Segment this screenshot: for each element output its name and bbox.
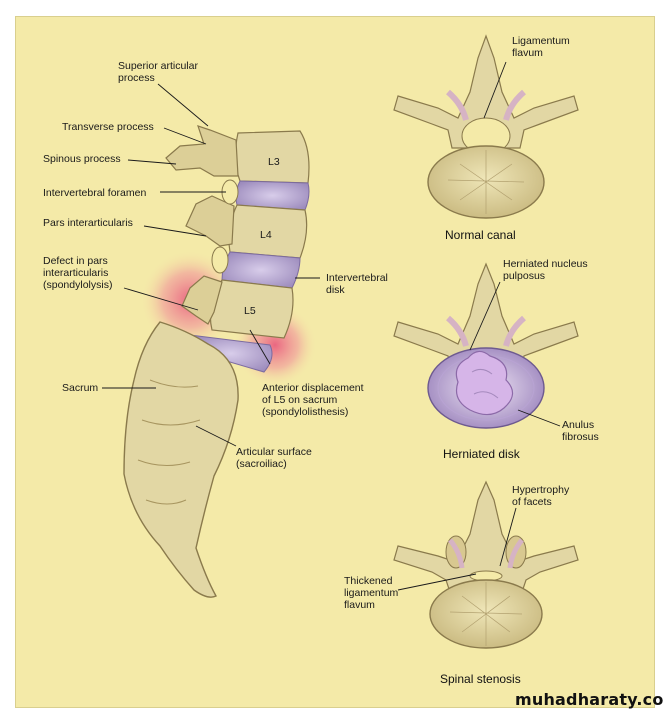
caption-spinal-stenosis: Spinal stenosis (440, 672, 521, 686)
nucleus-pulposus (455, 350, 514, 416)
label-hypertrophy-facets: Hypertrophy of facets (512, 484, 570, 508)
label-pars-interarticularis: Pars interarticularis (43, 217, 133, 229)
label-defect-pars: Defect in pars interarticularis (spondyl… (43, 255, 113, 291)
ligamentum-flavum-right (503, 89, 526, 121)
label-superior-articular: Superior articular process (118, 60, 198, 84)
posterior-arch (393, 34, 579, 149)
label-ligamentum-flavum: Ligamentum flavum (512, 35, 570, 59)
stenosis-leader-lines (397, 507, 517, 591)
label-anterior-displacement: Anterior displacement of L5 on sacrum (s… (262, 382, 364, 418)
label-intervertebral-foramen: Intervertebral foramen (43, 187, 147, 199)
watermark: muhadharaty.com (515, 690, 663, 709)
label-intervertebral-disk: Intervertebral disk (326, 272, 388, 296)
label-thickened-ligamentum: Thickened ligamentum flavum (344, 575, 399, 611)
lateral-leader-lines (102, 83, 320, 447)
caption-herniated-disk: Herniated disk (443, 447, 520, 461)
posterior-elements-l5 (181, 275, 223, 325)
label-herniated-nucleus: Herniated nucleus pulposus (503, 258, 588, 282)
illustration-plate (15, 16, 655, 708)
herniated-disk-vertebra (393, 262, 579, 429)
body-texture (447, 150, 525, 214)
posterior-elements-l4 (185, 195, 235, 247)
l5-label: L5 (244, 305, 256, 317)
herniated-leader-lines (469, 281, 561, 427)
normal-canal-vertebra (393, 34, 579, 219)
sacral-texture (137, 379, 201, 505)
label-articular-surface: Articular surface (sacroiliac) (236, 446, 312, 470)
posterior-arch (393, 480, 579, 593)
posterior-elements-l3 (165, 125, 239, 177)
sacrum (123, 321, 239, 598)
caption-normal-canal: Normal canal (445, 228, 516, 242)
l4-label: L4 (260, 229, 272, 241)
lateral-spine (123, 125, 317, 598)
label-spinous-process: Spinous process (43, 153, 121, 165)
spinal-stenosis-vertebra (393, 480, 579, 649)
label-sacrum: Sacrum (62, 382, 99, 394)
l3-label: L3 (268, 156, 280, 168)
label-transverse-process: Transverse process (62, 121, 154, 133)
ligamentum-flavum-left (446, 89, 469, 121)
label-anulus-fibrosus: Anulus fibrosus (562, 419, 599, 443)
leader-ligamentum (483, 61, 507, 119)
foramen-l4-l5 (211, 246, 229, 274)
